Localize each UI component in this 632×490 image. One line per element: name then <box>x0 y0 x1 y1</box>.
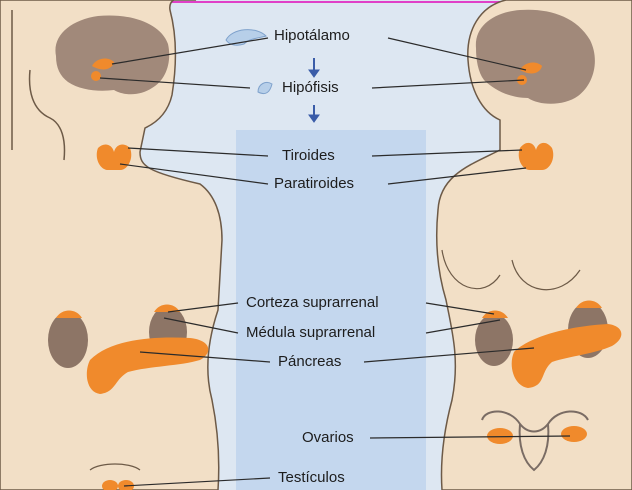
female-ovary-left <box>487 428 513 444</box>
female-ovary-right <box>561 426 587 442</box>
label-adrenal-medulla: Médula suprarrenal <box>246 324 375 342</box>
female-kidney-left <box>475 314 513 366</box>
label-thyroid: Tiroides <box>282 147 335 165</box>
label-parathyroid: Paratiroides <box>274 175 354 193</box>
label-pancreas: Páncreas <box>278 353 341 371</box>
label-ovaries: Ovarios <box>302 429 354 447</box>
male-brain <box>55 15 169 94</box>
label-hypothalamus: Hipotálamo <box>274 27 350 45</box>
label-testicles: Testículos <box>278 469 345 487</box>
label-adrenal-cortex: Corteza suprarrenal <box>246 294 379 312</box>
male-kidney-left <box>48 312 88 368</box>
label-pituitary: Hipófisis <box>282 79 339 97</box>
male-pituitary <box>91 71 101 81</box>
